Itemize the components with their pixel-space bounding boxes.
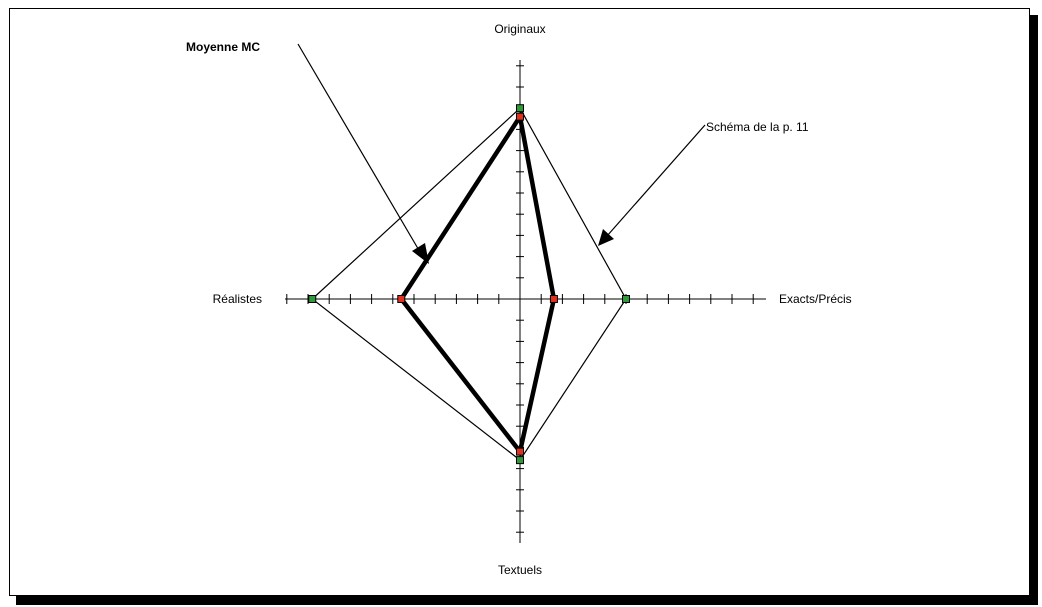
axis-label-left: Réalistes [213,292,262,306]
axis-label-bottom: Textuels [498,563,542,577]
moyenne-polygon [398,110,557,457]
callout-moyenne-arrow [297,43,429,264]
axis-label-top: Originaux [494,22,545,36]
data-point-marker [516,456,524,465]
data-point-marker [516,447,524,456]
data-point-marker [516,112,524,121]
data-point-marker [308,295,317,303]
callout-schema-label: Schéma de la p. 11 [706,120,809,134]
data-markers [308,104,630,465]
data-point-marker [622,295,630,303]
axes [285,60,766,543]
schema-polygon [311,107,627,461]
data-point-marker [516,104,524,113]
callout-moyenne-label: Moyenne MC [186,40,260,54]
data-point-marker [397,295,406,303]
data-point-marker [549,295,558,303]
callout-schema-arrow [598,124,706,246]
axis-label-right: Exacts/Précis [779,292,852,306]
